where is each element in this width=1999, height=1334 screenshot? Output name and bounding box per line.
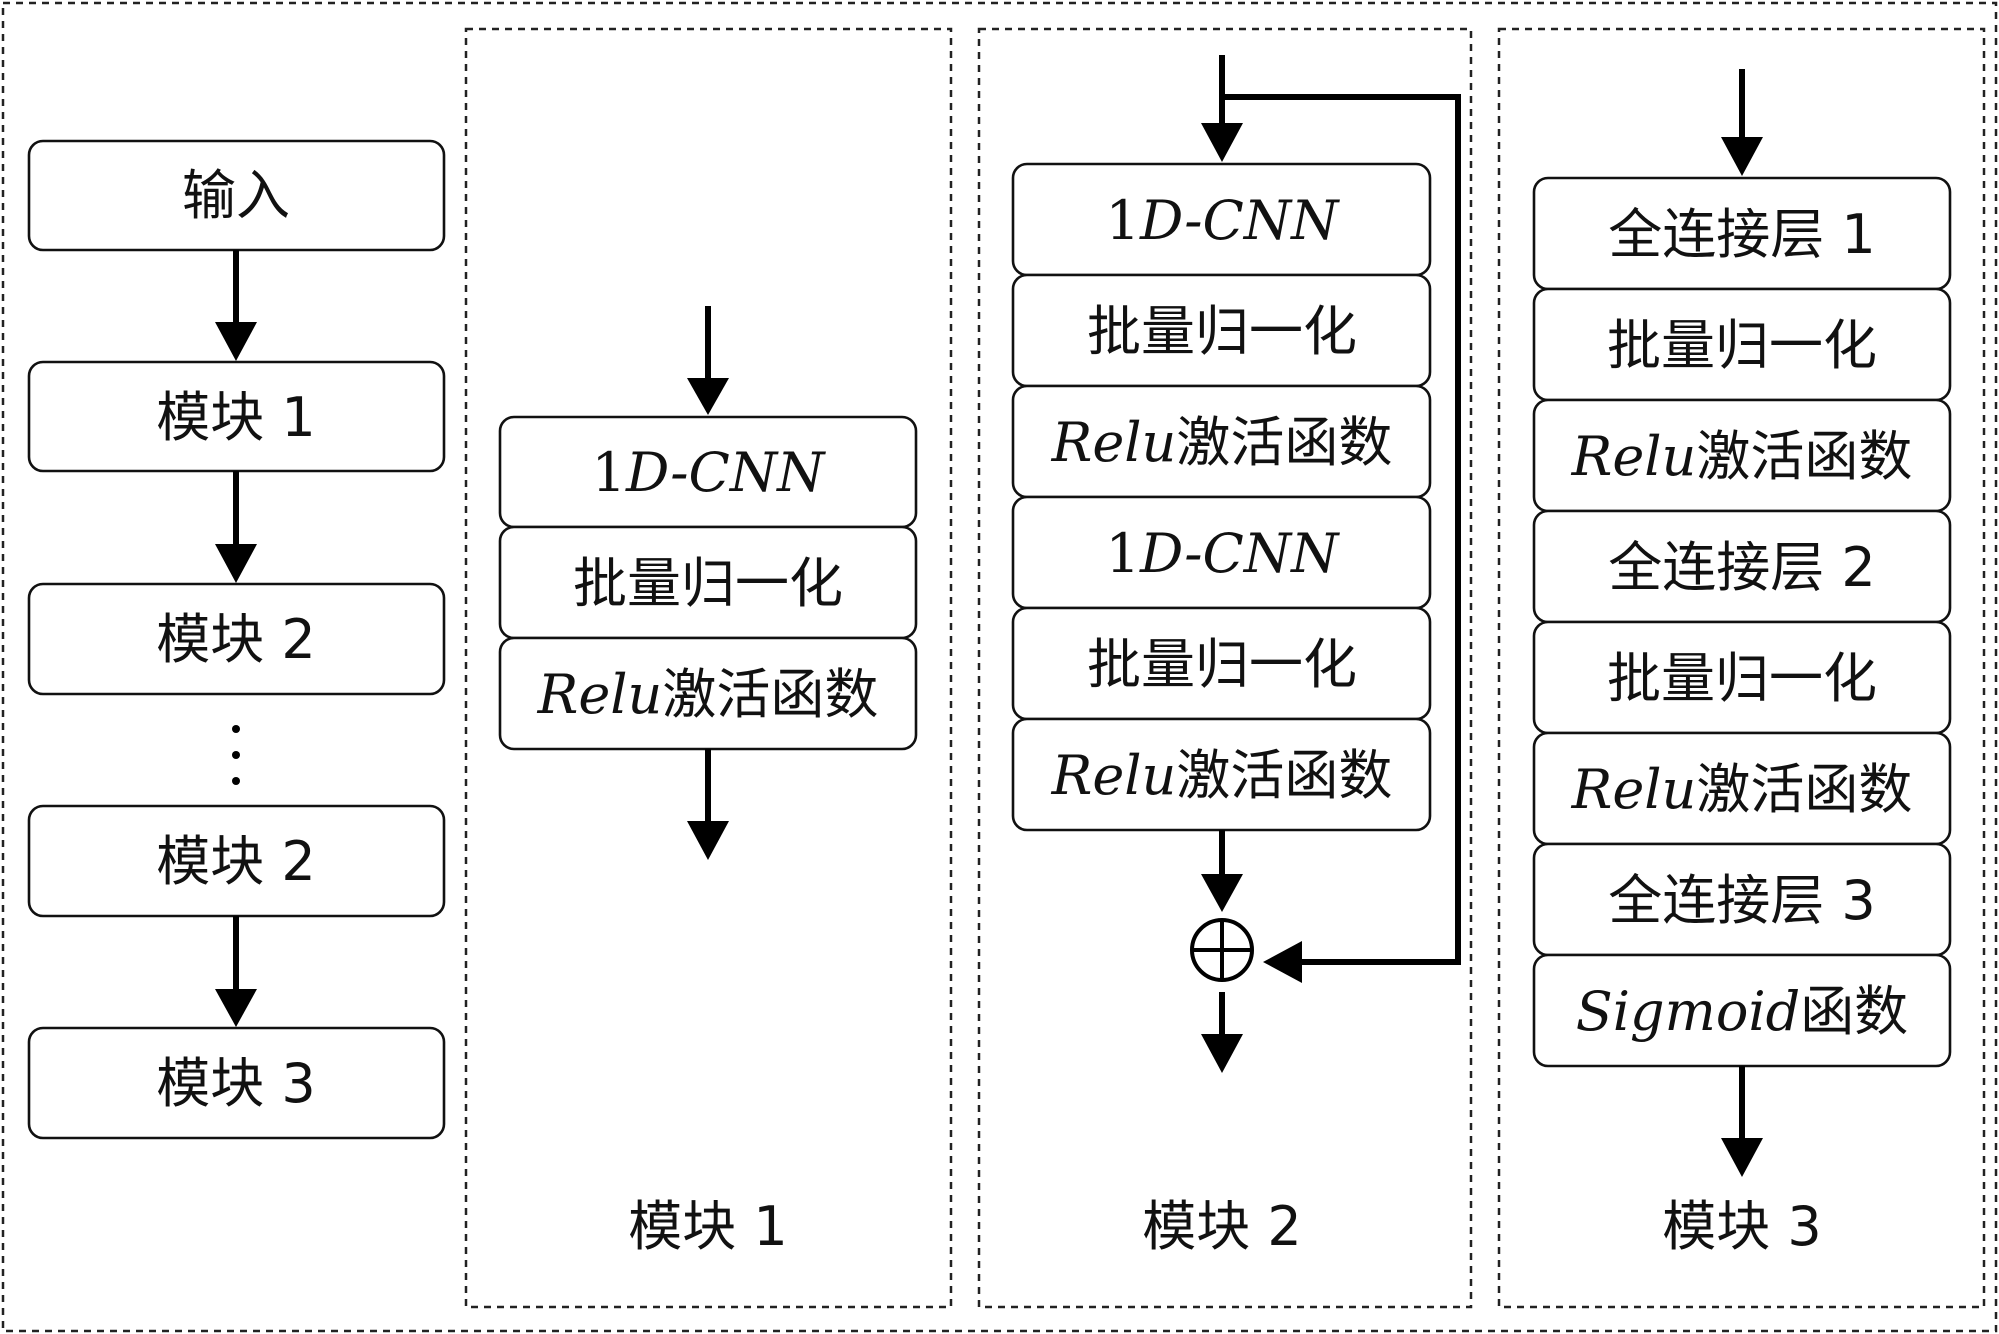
add-node-icon: [1190, 918, 1254, 982]
module2-panel: 1D-CNN 批量归一化 Relu激活函数 1D-CNN 批量归一化 Relu激…: [977, 27, 1473, 1309]
arrow-head: [1201, 123, 1243, 162]
arrow-head: [215, 544, 257, 583]
m2-cnn2-label: 1D-CNN: [1106, 522, 1340, 585]
arrow-head: [687, 821, 729, 860]
module1-caption: 模块 1: [628, 1195, 788, 1258]
module3-panel: 全连接层 1 批量归一化 Relu激活函数 全连接层 2 批量归一化 Relu激…: [1497, 27, 1986, 1309]
m2-cnn1-label: 1D-CNN: [1106, 189, 1340, 252]
m1-bn-label: 批量归一化: [573, 552, 843, 615]
m3-relu1-label: Relu激活函数: [1571, 425, 1913, 488]
m3-bn1-label: 批量归一化: [1607, 314, 1877, 377]
ellipsis-dots: [232, 725, 240, 785]
m3-fc3-label: 全连接层 3: [1608, 869, 1876, 932]
dot: [232, 751, 240, 759]
arrow-head: [1721, 1138, 1763, 1177]
m2-bn1-label: 批量归一化: [1087, 300, 1357, 363]
m3-fc2-label: 全连接层 2: [1608, 536, 1876, 599]
dot: [232, 777, 240, 785]
m2-relu1-label: Relu激活函数: [1051, 411, 1393, 474]
module3-caption: 模块 3: [1662, 1195, 1822, 1258]
arrow-head: [1721, 137, 1763, 176]
module2-caption: 模块 2: [1142, 1195, 1302, 1258]
m1-relu-label: Relu激活函数: [537, 663, 879, 726]
module3-frame: [1497, 27, 1986, 1309]
arrow-head: [1201, 1034, 1243, 1073]
block3-label: 模块 3: [156, 1052, 316, 1115]
m2-bn2-label: 批量归一化: [1087, 633, 1357, 696]
skip-connection: [1222, 94, 1461, 965]
arrow-head: [215, 322, 257, 361]
overview-column: 输入 模块 1 模块 2 模块 2 模块 3: [27, 139, 446, 1140]
arrow-head: [1201, 874, 1243, 912]
m3-relu2-label: Relu激活函数: [1571, 758, 1913, 821]
input-label: 输入: [182, 164, 290, 227]
m1-cnn-label: 1D-CNN: [592, 441, 826, 504]
m3-bn2-label: 批量归一化: [1607, 647, 1877, 710]
module2-frame: [977, 27, 1473, 1309]
block1-label: 模块 1: [156, 386, 316, 449]
module1-panel: 1D-CNN 批量归一化 Relu激活函数 模块 1: [464, 27, 953, 1309]
arrow-head: [687, 378, 729, 415]
block2a-box: [27, 582, 446, 696]
arrow-head: [215, 989, 257, 1027]
block2b-label: 模块 2: [156, 830, 316, 893]
m3-sigmoid-label: Sigmoid函数: [1576, 980, 1908, 1043]
skip-arrow-head: [1263, 941, 1302, 983]
m3-fc1-label: 全连接层 1: [1608, 203, 1876, 266]
dot: [232, 725, 240, 733]
block3-box: [27, 1026, 446, 1140]
block2a-label: 模块 2: [156, 608, 316, 671]
module1-frame: [464, 27, 953, 1309]
m2-relu2-label: Relu激活函数: [1051, 744, 1393, 807]
